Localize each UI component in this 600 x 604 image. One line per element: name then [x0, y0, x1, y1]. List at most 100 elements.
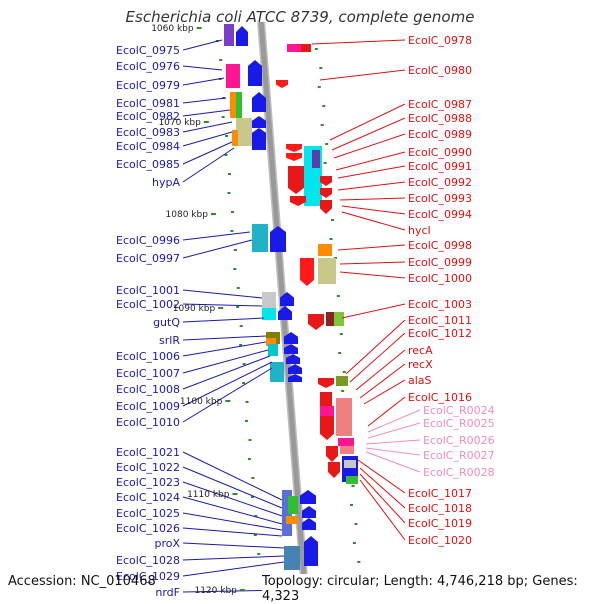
- left-gene-label: EcolC_1009: [116, 400, 180, 413]
- left-gene-label: proX: [154, 537, 180, 550]
- left-gene-label: EcolC_0985: [116, 158, 180, 171]
- leader-line: [339, 197, 406, 201]
- scale-tick: [218, 307, 224, 309]
- leader-line: [182, 561, 285, 577]
- leader-line: [365, 447, 421, 456]
- leader-line: [345, 319, 406, 375]
- tick-mark: [245, 420, 249, 422]
- gene-feature: [266, 338, 276, 346]
- leader-line: [337, 181, 406, 191]
- right-gene-label: recA: [408, 344, 433, 357]
- leader-line: [182, 349, 269, 374]
- leader-line: [182, 121, 233, 133]
- tick-mark: [242, 363, 246, 365]
- gene-feature: [336, 376, 348, 386]
- gene-feature: [230, 92, 236, 118]
- tick-mark: [317, 86, 321, 88]
- leader-line: [182, 39, 223, 51]
- gene-feature: [236, 92, 242, 118]
- right-gene-label: EcolC_0999: [408, 256, 472, 269]
- gene-feature: [252, 92, 266, 112]
- gene-feature: [252, 224, 268, 252]
- gene-feature: [284, 332, 298, 344]
- right-gene-label: alaS: [408, 374, 432, 387]
- left-gene-label: EcolC_1021: [116, 446, 180, 459]
- leader-line: [359, 473, 406, 524]
- tick-mark: [352, 542, 356, 544]
- scale-tick: [196, 27, 202, 29]
- right-gene-label: EcolC_1019: [408, 517, 472, 530]
- right-gene-label: EcolC_0993: [408, 192, 472, 205]
- leader-line: [182, 355, 271, 390]
- leader-line: [182, 542, 285, 549]
- gene-feature: [270, 226, 286, 252]
- leader-line: [182, 367, 273, 423]
- scale-tick: [210, 213, 216, 215]
- leader-line: [341, 211, 406, 231]
- gene-feature: [286, 153, 302, 161]
- left-gene-label: EcolC_0975: [116, 44, 180, 57]
- tick-mark: [233, 249, 237, 251]
- tick-mark: [233, 268, 237, 270]
- gene-feature: [288, 496, 298, 514]
- gene-feature: [252, 116, 266, 128]
- gene-feature: [288, 374, 302, 382]
- gene-feature: [236, 118, 252, 146]
- tick-mark: [314, 48, 318, 50]
- gene-feature: [278, 306, 292, 320]
- gene-feature: [252, 140, 266, 150]
- right-gene-label: EcolC_R0024: [423, 404, 495, 417]
- gene-feature: [340, 446, 354, 454]
- right-gene-label: EcolC_R0027: [423, 449, 495, 462]
- leader-line: [331, 117, 406, 151]
- gene-feature: [320, 392, 332, 406]
- left-gene-label: EcolC_1022: [116, 461, 180, 474]
- gene-feature: [320, 188, 332, 198]
- leader-line: [182, 466, 283, 509]
- right-gene-label: recX: [408, 358, 433, 371]
- left-gene-label: EcolC_1024: [116, 491, 180, 504]
- tick-mark: [219, 59, 223, 61]
- tick-mark: [322, 105, 326, 107]
- gene-feature: [284, 546, 300, 570]
- left-gene-label: EcolC_1010: [116, 416, 180, 429]
- gene-feature: [286, 516, 298, 524]
- gene-feature: [318, 378, 334, 388]
- right-gene-label: EcolC_0988: [408, 112, 472, 125]
- right-gene-label: EcolC_1012: [408, 327, 472, 340]
- map-title: Escherichia coli ATCC 8739, complete gen…: [125, 8, 475, 26]
- left-gene-label: EcolC_1029: [116, 570, 180, 583]
- left-gene-label: EcolC_1028: [116, 554, 180, 567]
- tick-mark: [331, 219, 335, 221]
- leader-line: [182, 141, 233, 165]
- gene-feature: [268, 344, 278, 356]
- gene-feature: [286, 354, 300, 364]
- left-gene-label: EcolC_1023: [116, 476, 180, 489]
- tick-mark: [250, 496, 254, 498]
- leader-line: [341, 303, 406, 319]
- leader-line: [365, 451, 421, 473]
- leader-line: [182, 77, 225, 86]
- leader-line: [337, 244, 406, 251]
- gene-feature: [232, 130, 238, 146]
- tick-mark: [221, 116, 225, 118]
- leader-line: [182, 109, 231, 117]
- scale-tick: [203, 121, 209, 123]
- gene-feature: [320, 200, 332, 214]
- gene-feature: [336, 398, 352, 436]
- leader-line: [182, 303, 263, 307]
- gene-feature: [320, 406, 334, 416]
- leader-line: [182, 231, 251, 241]
- tick-mark: [323, 162, 327, 164]
- left-gene-label: EcolC_0979: [116, 79, 180, 92]
- leader-line: [335, 151, 406, 171]
- scale-label: 1110 kbp: [187, 490, 230, 500]
- right-gene-label: hycI: [408, 224, 431, 237]
- left-gene-label: EcolC_0982: [116, 110, 180, 123]
- gene-feature: [318, 244, 332, 256]
- gene-feature: [318, 258, 336, 284]
- leader-line: [182, 97, 227, 104]
- tick-mark: [242, 382, 246, 384]
- scale-label: 1070 kbp: [158, 118, 201, 128]
- gene-feature: [308, 314, 324, 330]
